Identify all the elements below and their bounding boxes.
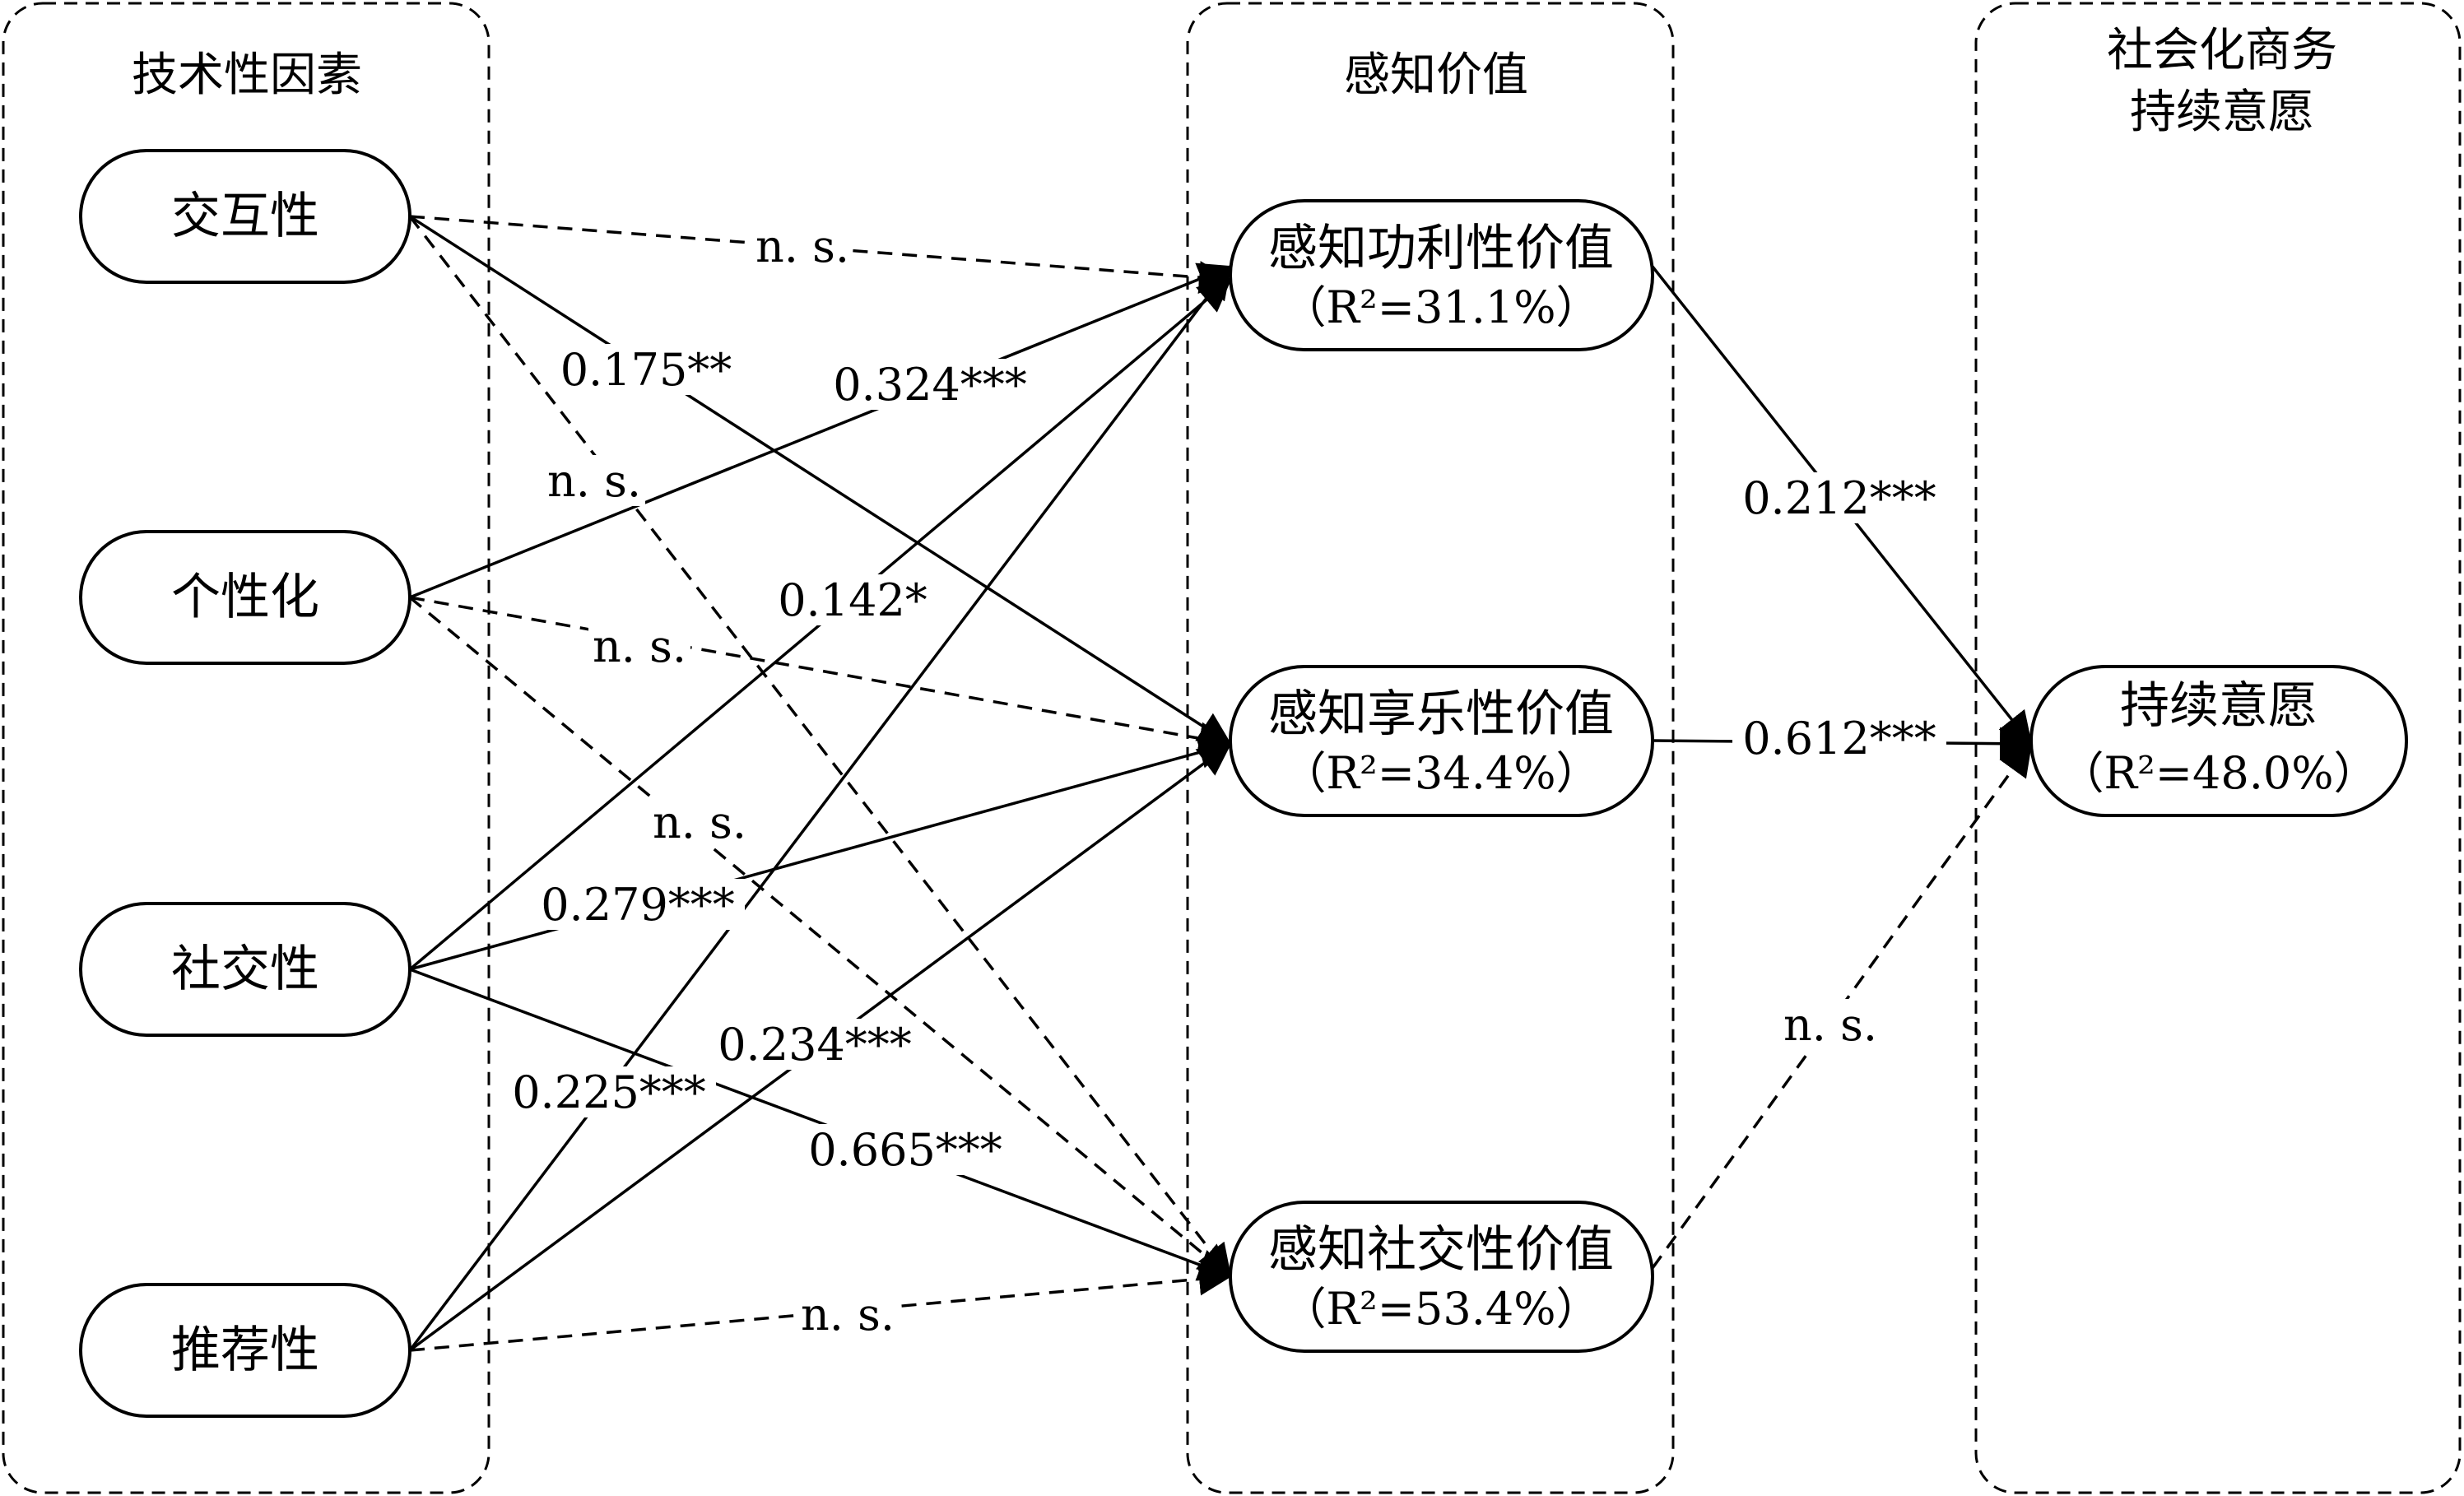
node-sociality-label: 社交性 — [171, 941, 319, 998]
edge-personalization-hedonic — [409, 596, 1232, 755]
edge-label-personalization-utilitarian: 0.324*** — [833, 359, 1027, 411]
node-continuance: 持续意愿 （R²=48.0%） — [2029, 665, 2408, 817]
edge-label-personalization-hedonic: n. s. — [593, 620, 686, 672]
edge-label-sociality-utilitarian: 0.142* — [778, 574, 927, 626]
edge-personalization-social — [408, 596, 1232, 1278]
edge-label-social-continuance: n. s. — [1783, 999, 1877, 1051]
edge-interactivity-hedonic — [409, 215, 1232, 746]
edge-label-sociality-hedonic: 0.279*** — [541, 879, 735, 931]
node-personalization-label: 个性化 — [171, 569, 319, 626]
node-personalization: 个性化 — [79, 530, 411, 665]
group-title-continuance-line1: 社会化商务 — [2107, 24, 2337, 77]
edge-personalization-utilitarian — [409, 262, 1232, 599]
group-title-perceived-value: 感知价值 — [1344, 49, 1528, 102]
node-hedonic-label: 感知享乐性价值 — [1268, 685, 1614, 743]
node-social-r2: （R²=53.4%） — [1281, 1283, 1600, 1335]
node-interactivity-label: 交互性 — [171, 188, 319, 245]
node-hedonic-r2: （R²=34.4%） — [1281, 747, 1600, 799]
edge-labels: n. s. 0.175** n. s. 0.324*** n. s. n. s.… — [502, 221, 1946, 1340]
edge-sociality-social — [409, 968, 1232, 1281]
group-title-continuance-line2: 持续意愿 — [2130, 86, 2314, 139]
node-social-value: 感知社交性价值 （R²=53.4%） — [1229, 1201, 1654, 1353]
group-box-perceived-value — [1186, 2, 1675, 1494]
node-continuance-r2: （R²=48.0%） — [2059, 747, 2378, 799]
node-continuance-label: 持续意愿 — [2120, 677, 2318, 735]
edge-label-interactivity-social: n. s. — [547, 455, 641, 507]
edges — [408, 215, 2033, 1352]
edge-interactivity-utilitarian — [409, 215, 1232, 295]
node-sociality: 社交性 — [79, 902, 411, 1037]
edge-label-interactivity-hedonic: 0.175** — [560, 344, 732, 396]
group-title-tech-factors: 技术性因素 — [132, 49, 362, 102]
edge-label-hedonic-continuance: 0.612*** — [1742, 713, 1936, 764]
edge-label-utilitarian-continuance: 0.212*** — [1742, 472, 1936, 524]
group-box-continuance — [1974, 2, 2462, 1494]
edge-sociality-hedonic — [409, 736, 1232, 971]
edge-label-recommendation-social: n. s. — [801, 1289, 895, 1340]
edge-label-interactivity-utilitarian: n. s. — [755, 221, 849, 272]
group-box-tech-factors — [2, 2, 490, 1494]
edge-interactivity-social — [408, 215, 1232, 1278]
node-social-label: 感知社交性价值 — [1268, 1221, 1614, 1279]
edge-label-recommendation-utilitarian: 0.225*** — [512, 1066, 706, 1118]
edge-recommendation-social — [409, 1262, 1232, 1352]
edge-recommendation-utilitarian — [408, 265, 1232, 1352]
node-utilitarian-value: 感知功利性价值 （R²=31.1%） — [1229, 199, 1654, 351]
node-recommendation: 推荐性 — [79, 1283, 411, 1418]
node-recommendation-label: 推荐性 — [171, 1322, 319, 1379]
edge-label-personalization-social: n. s. — [653, 797, 746, 848]
node-hedonic-value: 感知享乐性价值 （R²=34.4%） — [1229, 665, 1654, 817]
node-utilitarian-label: 感知功利性价值 — [1268, 220, 1614, 277]
node-interactivity: 交互性 — [79, 149, 411, 284]
edge-label-recommendation-hedonic: 0.234*** — [718, 1019, 912, 1071]
edge-label-sociality-social: 0.665*** — [808, 1124, 1002, 1176]
node-utilitarian-r2: （R²=31.1%） — [1281, 281, 1600, 333]
